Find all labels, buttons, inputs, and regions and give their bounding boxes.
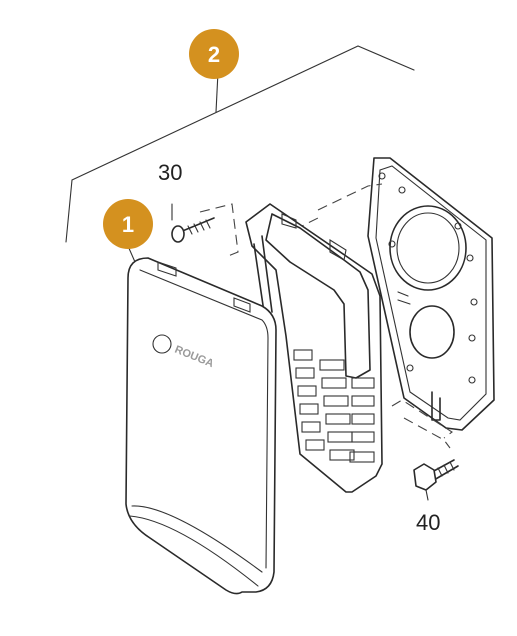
inner-frame-grille (245, 203, 383, 493)
label-40: 40 (416, 510, 440, 535)
callout-1-bubble (103, 199, 153, 249)
label-30: 30 (158, 160, 182, 185)
callout-2-bubble (189, 29, 239, 79)
callout-1-number: 1 (122, 212, 134, 237)
callout-2: 2 (189, 29, 239, 79)
callout-2-number: 2 (208, 42, 220, 67)
screw-30 (171, 203, 215, 243)
logo-mark (152, 334, 172, 354)
grille-slots (293, 349, 375, 463)
front-cover: ROUGA (125, 257, 277, 595)
mounting-plate (367, 157, 495, 431)
callout-1: 1 (103, 199, 153, 249)
bolt-40 (413, 459, 459, 501)
